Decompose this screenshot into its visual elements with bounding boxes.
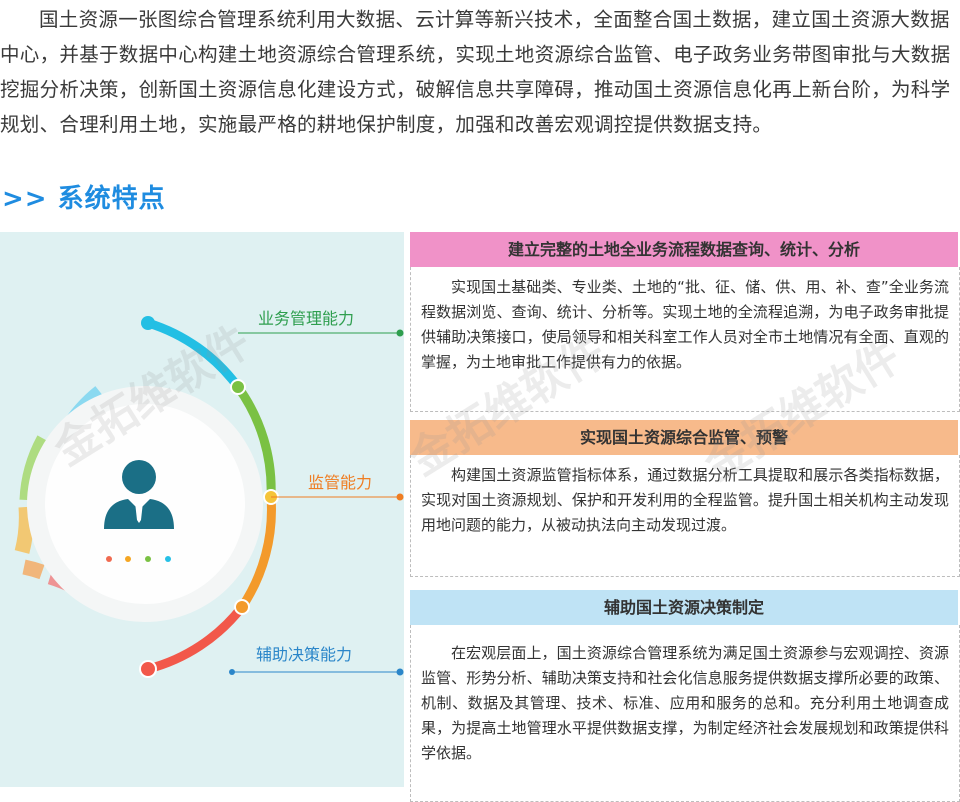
card-body-decision: 在宏观层面上，国土资源综合管理系统为满足国土资源参与宏观调控、资源监管、形势分析…: [410, 625, 960, 802]
process-arc: [143, 318, 276, 674]
arc-segment-supervision: [233, 382, 276, 502]
ability-label-supervision: 监管能力: [308, 473, 373, 492]
feature-diagram: [14, 316, 404, 678]
connector-dot: [229, 669, 235, 675]
person-icon: [104, 460, 174, 529]
outer-ring-segment: [14, 506, 34, 554]
outer-ring-segment: [22, 559, 45, 580]
card-header-query: 建立完整的土地全业务流程数据查询、统计、分析: [410, 232, 958, 267]
arc-node: [234, 599, 250, 615]
ability-label-decision: 辅助决策能力: [256, 645, 353, 664]
connector-dot: [396, 329, 404, 337]
card-header-decision: 辅助国土资源决策制定: [410, 590, 958, 625]
card-header-supervision: 实现国土资源综合监管、预警: [410, 420, 958, 455]
arc-node: [139, 660, 157, 678]
arc-node: [141, 316, 155, 330]
section-title: >> 系统特点: [2, 184, 166, 214]
feature-diagram-panel: 业务管理能力 监管能力 辅助决策能力: [0, 232, 404, 787]
ability-label-business: 业务管理能力: [258, 309, 355, 328]
arc-segment-business: [143, 318, 243, 392]
arc-node: [230, 379, 246, 395]
connector-dot: [396, 493, 404, 501]
arc-segment-decision: [143, 602, 247, 674]
arc-segment-supervision-lower: [237, 492, 276, 612]
card-body-query: 实现国土基础类、专业类、土地的“批、征、储、供、用、补、查”全业务流程数据浏览、…: [410, 267, 960, 412]
card-body-supervision: 构建国土资源监管指标体系，通过数据分析工具提取和展示各类指标数据，实现对国土资源…: [410, 455, 960, 577]
connector-dot: [396, 668, 404, 676]
indicator-dots: [106, 556, 171, 562]
intro-paragraph: 国土资源一张图综合管理系统利用大数据、云计算等新兴技术，全面整合国土数据，建立国…: [0, 8, 951, 136]
